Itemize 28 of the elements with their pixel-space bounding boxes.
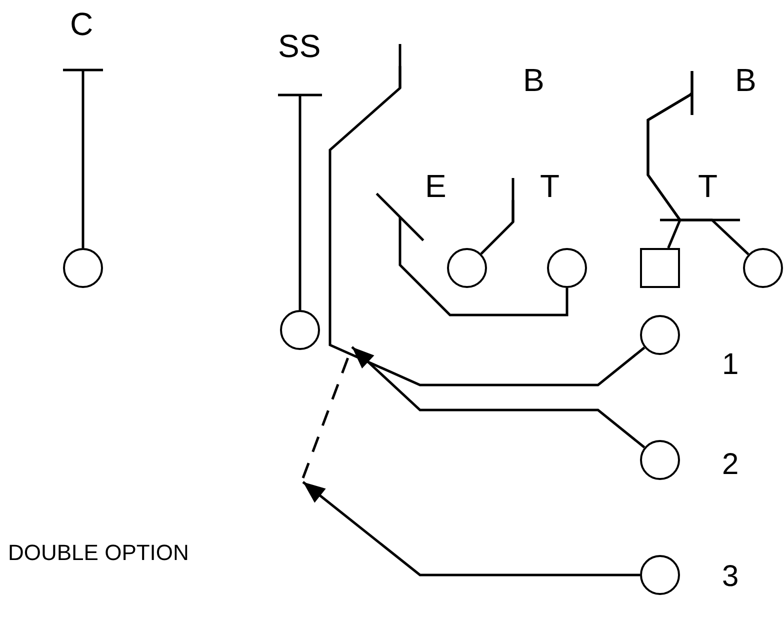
- play-title: DOUBLE OPTION: [8, 542, 189, 564]
- player-circle: [280, 310, 320, 350]
- player-circle: [447, 248, 487, 288]
- block-route: [328, 42, 646, 386]
- player-circle: [640, 440, 680, 480]
- position-label: T: [540, 170, 560, 202]
- player-circle: [547, 248, 587, 288]
- receiver-number: 1: [722, 350, 739, 380]
- position-label: B: [523, 64, 544, 96]
- receiver-number: 3: [722, 562, 739, 592]
- block-route: [276, 94, 324, 310]
- block-route: [646, 70, 750, 256]
- position-label: C: [70, 8, 94, 40]
- position-label: B: [735, 64, 756, 96]
- player-circle: [640, 315, 680, 355]
- receiver-number: 2: [722, 450, 739, 480]
- player-circle: [743, 248, 783, 288]
- block-route: [375, 192, 568, 316]
- route-arrow: [351, 346, 646, 448]
- position-label: SS: [278, 30, 321, 62]
- player-square: [640, 248, 680, 288]
- block-route: [480, 176, 514, 255]
- position-label: T: [698, 170, 718, 202]
- player-circle: [640, 555, 680, 595]
- position-label: E: [425, 170, 446, 202]
- block-route: [62, 68, 104, 248]
- route-arrow: [302, 481, 640, 576]
- player-circle: [63, 248, 103, 288]
